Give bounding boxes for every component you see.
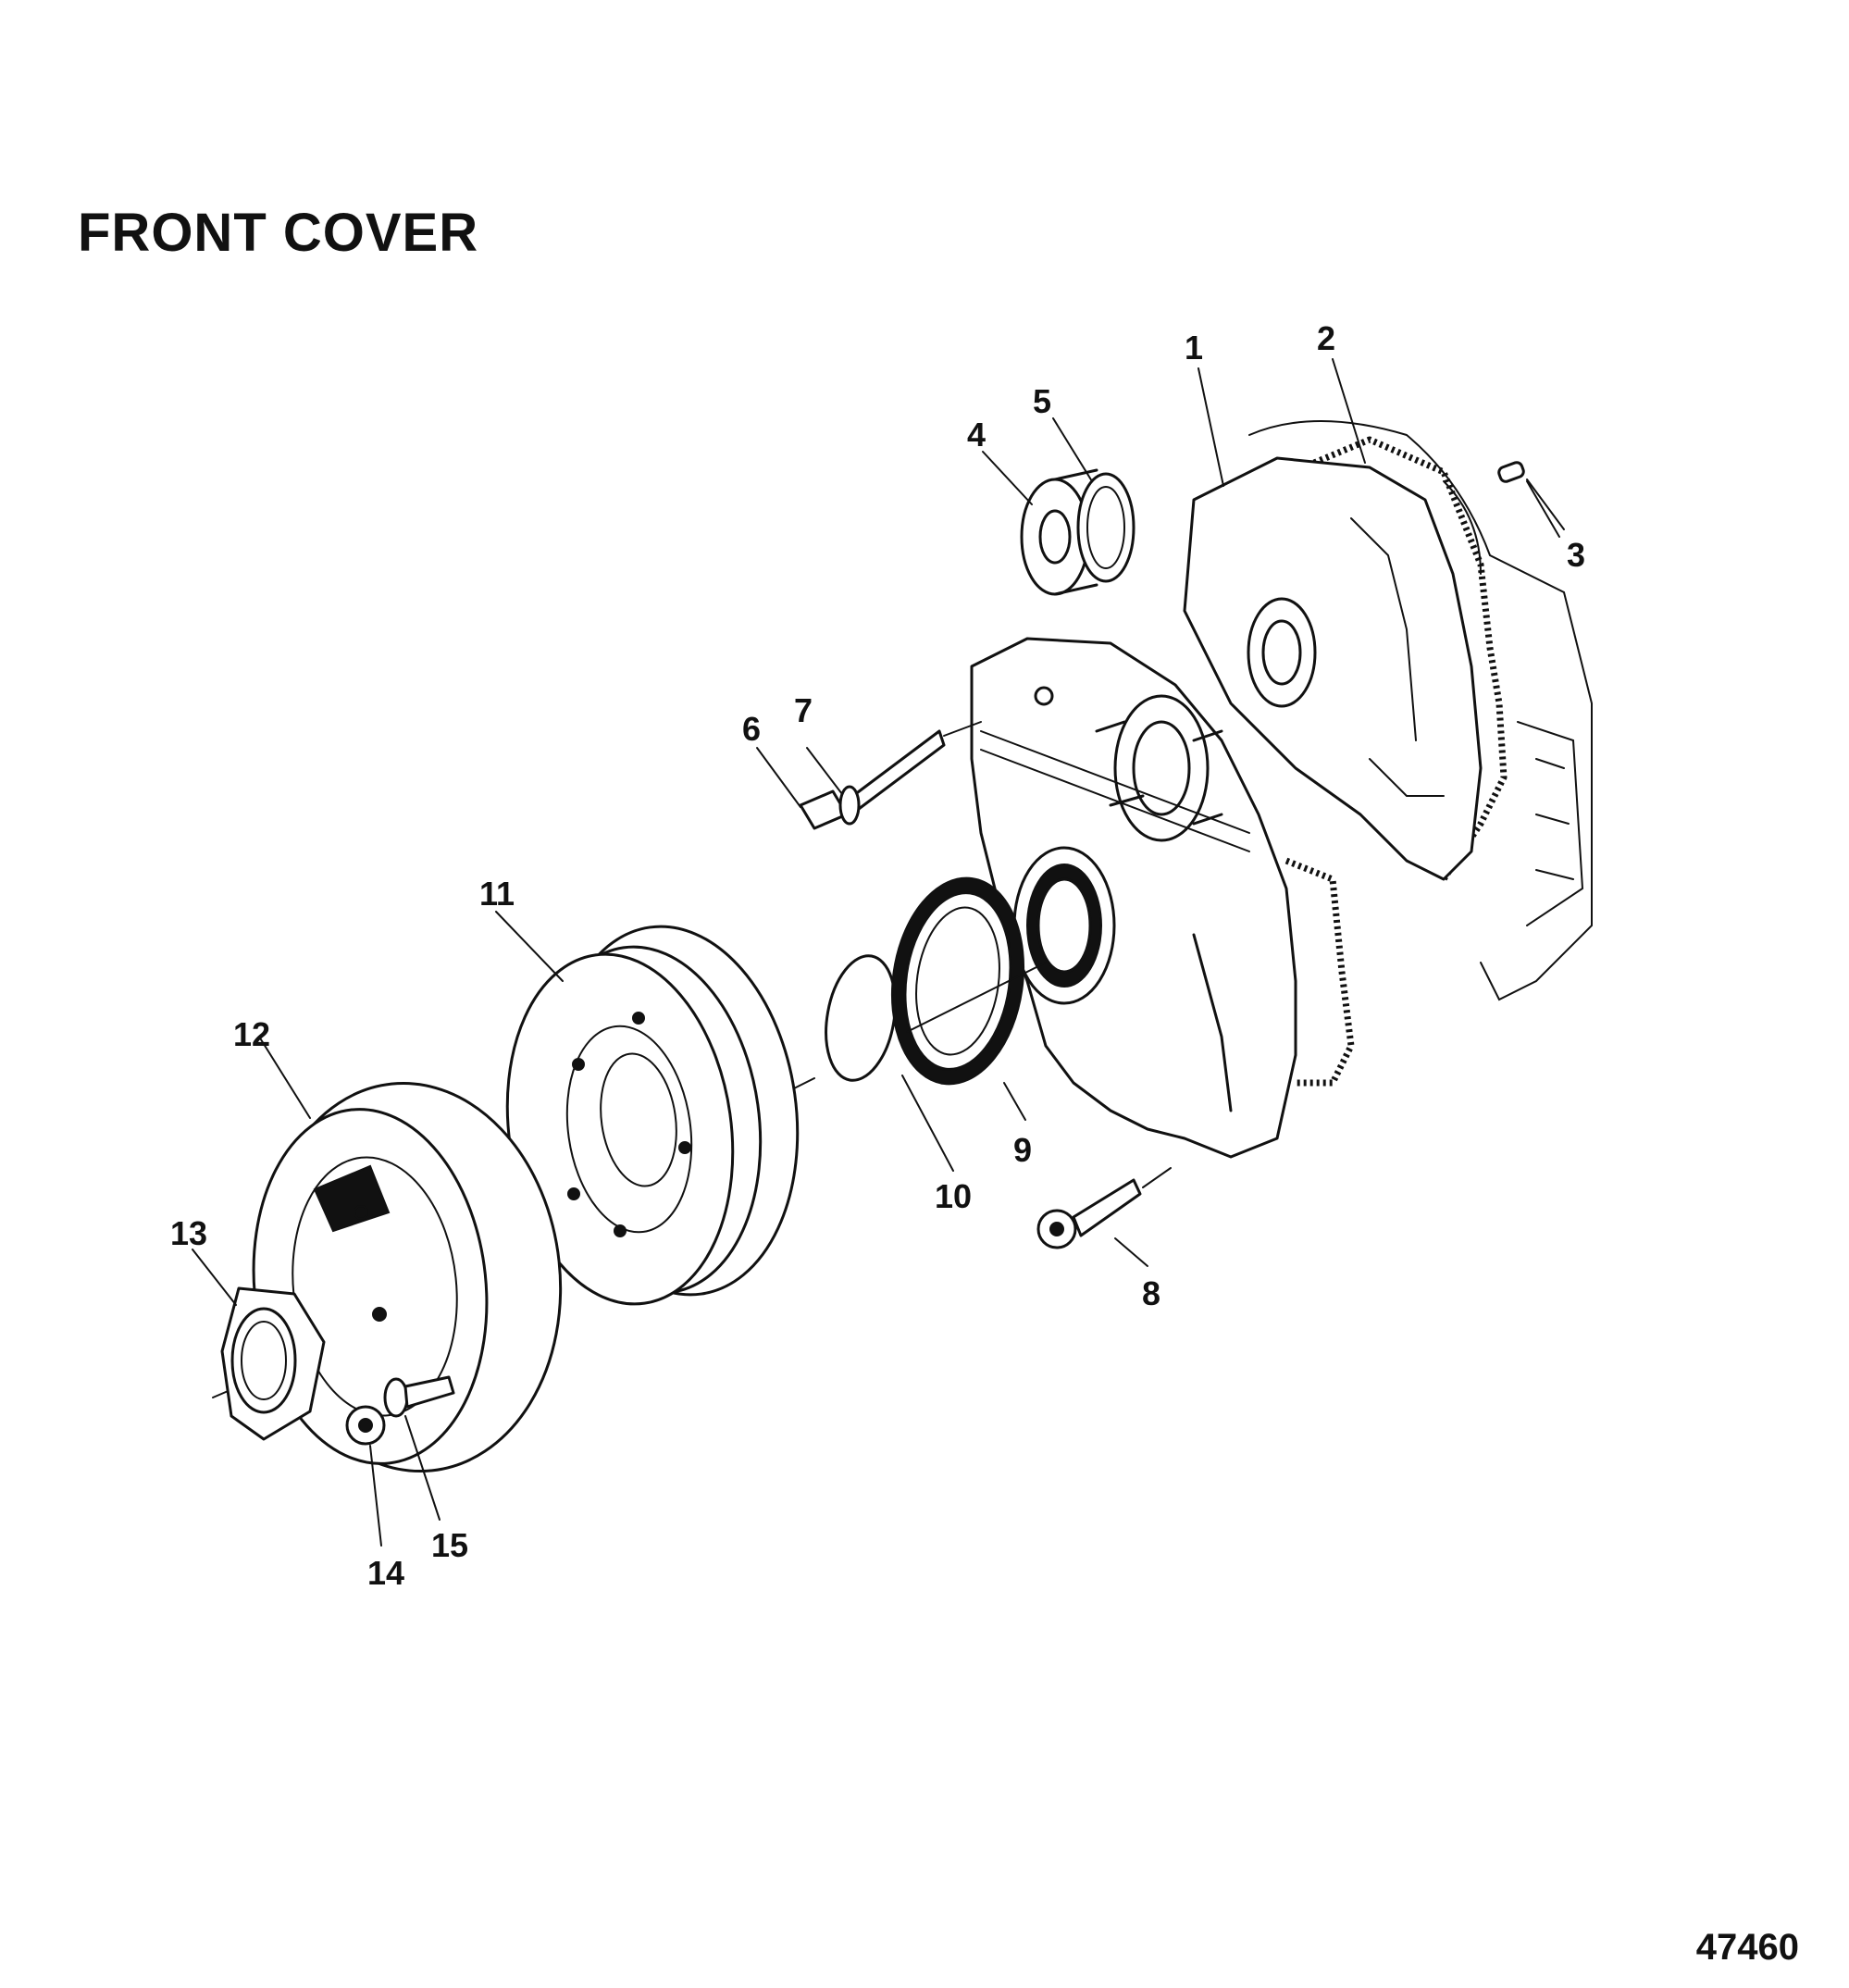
callout-labels: 1 2 3 4 5 6 7 8 9 10 11 12 13 14 15 bbox=[170, 319, 1585, 1592]
front-cover bbox=[970, 637, 1297, 1159]
figure-number: 47460 bbox=[1695, 1927, 1799, 1968]
callout-2: 2 bbox=[1317, 319, 1335, 357]
callout-9: 9 bbox=[1013, 1131, 1032, 1169]
part-5-ring bbox=[1076, 472, 1135, 583]
engine-block bbox=[1248, 420, 1593, 1001]
callout-10: 10 bbox=[935, 1177, 972, 1215]
page-title: FRONT COVER bbox=[78, 203, 479, 263]
part-1-timing-plate bbox=[1183, 456, 1483, 881]
part-11-pulley bbox=[505, 925, 800, 1306]
part-15-stud bbox=[383, 1375, 455, 1418]
part-6-bolt bbox=[799, 729, 946, 830]
leader-lines bbox=[192, 358, 1565, 1547]
callout-1: 1 bbox=[1185, 329, 1203, 367]
part-12-damper bbox=[252, 1081, 563, 1473]
part-13-nut bbox=[220, 1286, 326, 1441]
callout-4: 4 bbox=[967, 416, 986, 454]
part-2-rear-gasket bbox=[1312, 436, 1508, 883]
callout-13: 13 bbox=[170, 1214, 207, 1252]
callout-3: 3 bbox=[1567, 536, 1585, 574]
callout-11: 11 bbox=[479, 875, 515, 913]
part-8-bolt bbox=[1036, 1167, 1172, 1249]
callout-14: 14 bbox=[367, 1554, 404, 1592]
callout-15: 15 bbox=[431, 1526, 468, 1564]
callout-8: 8 bbox=[1142, 1274, 1160, 1312]
part-7-washer bbox=[838, 785, 861, 826]
part-14-bolt bbox=[345, 1405, 386, 1446]
part-3-dowel-pin bbox=[1497, 461, 1560, 538]
callout-5: 5 bbox=[1033, 382, 1051, 420]
callout-6: 6 bbox=[742, 710, 761, 748]
part-10-snap-ring bbox=[825, 954, 897, 1082]
callout-12: 12 bbox=[233, 1015, 270, 1053]
callout-7: 7 bbox=[794, 691, 813, 729]
front-cover-gasket bbox=[1284, 857, 1355, 1087]
part-9-seal bbox=[890, 876, 1025, 1086]
